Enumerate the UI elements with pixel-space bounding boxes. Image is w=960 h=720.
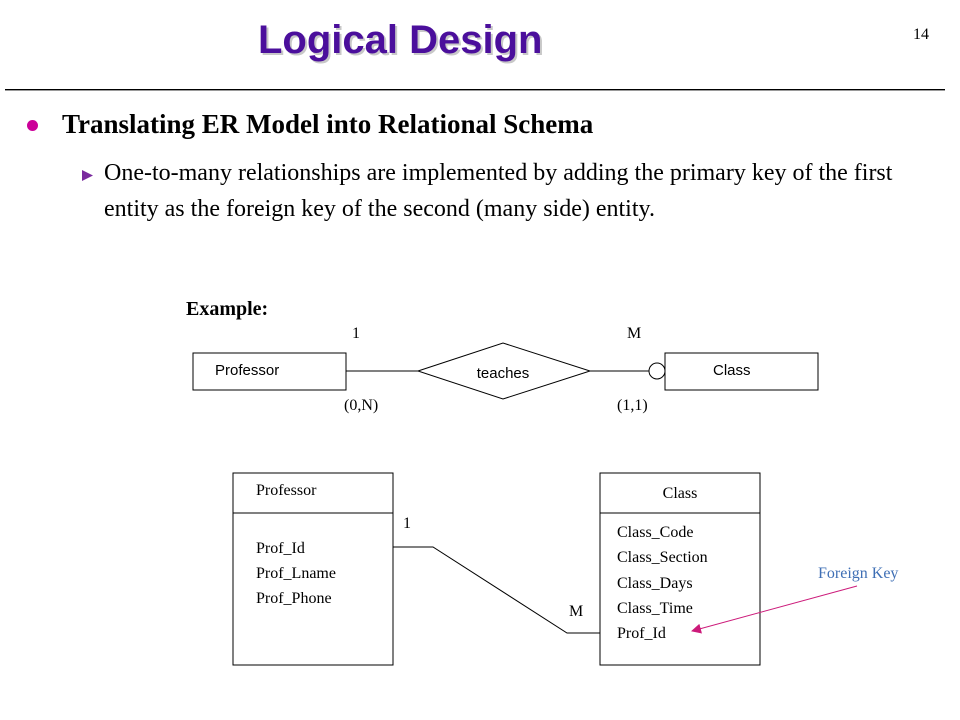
table-professor [232,472,394,666]
bullet-dot-icon [27,120,38,131]
foreign-key-label: Foreign Key [818,565,898,582]
schema-card-many: M [569,603,583,620]
professor-field: Prof_Lname [256,565,336,582]
er-relationship-label: teaches [477,365,530,382]
er-participation-left: (0,N) [344,397,378,414]
class-field-foreign-key: Prof_Id [617,625,666,642]
schema-relationship-line [393,546,600,634]
table-class-name: Class [663,485,698,502]
class-field: Class_Time [617,600,693,617]
class-field: Class_Code [617,524,693,541]
er-entity-professor [192,352,347,391]
er-card-many: M [627,325,641,342]
er-participation-right: (1,1) [617,397,648,414]
er-entity-class [664,352,819,391]
professor-field: Prof_Phone [256,590,332,607]
table-class [599,472,761,666]
page-number: 14 [913,26,929,43]
schema-card-one: 1 [403,515,411,532]
sub-bullet-text: One-to-many relationships are implemente… [104,160,893,222]
title-divider [5,89,945,91]
optional-participation-circle-icon [648,362,666,380]
foreign-key-arrow-icon [691,585,858,634]
er-card-one: 1 [352,325,360,342]
class-field: Class_Days [617,575,693,592]
sub-bullet-diamond-icon [82,170,93,181]
er-entity-class-label: Class [713,362,751,379]
class-field: Class_Section [617,549,708,566]
example-label: Example: [186,298,269,320]
table-professor-name: Professor [256,482,317,499]
bullet-heading: Translating ER Model into Relational Sch… [62,109,594,139]
er-entity-professor-label: Professor [215,362,279,379]
slide-title: Logical Design [258,18,543,62]
professor-field: Prof_Id [256,540,305,557]
